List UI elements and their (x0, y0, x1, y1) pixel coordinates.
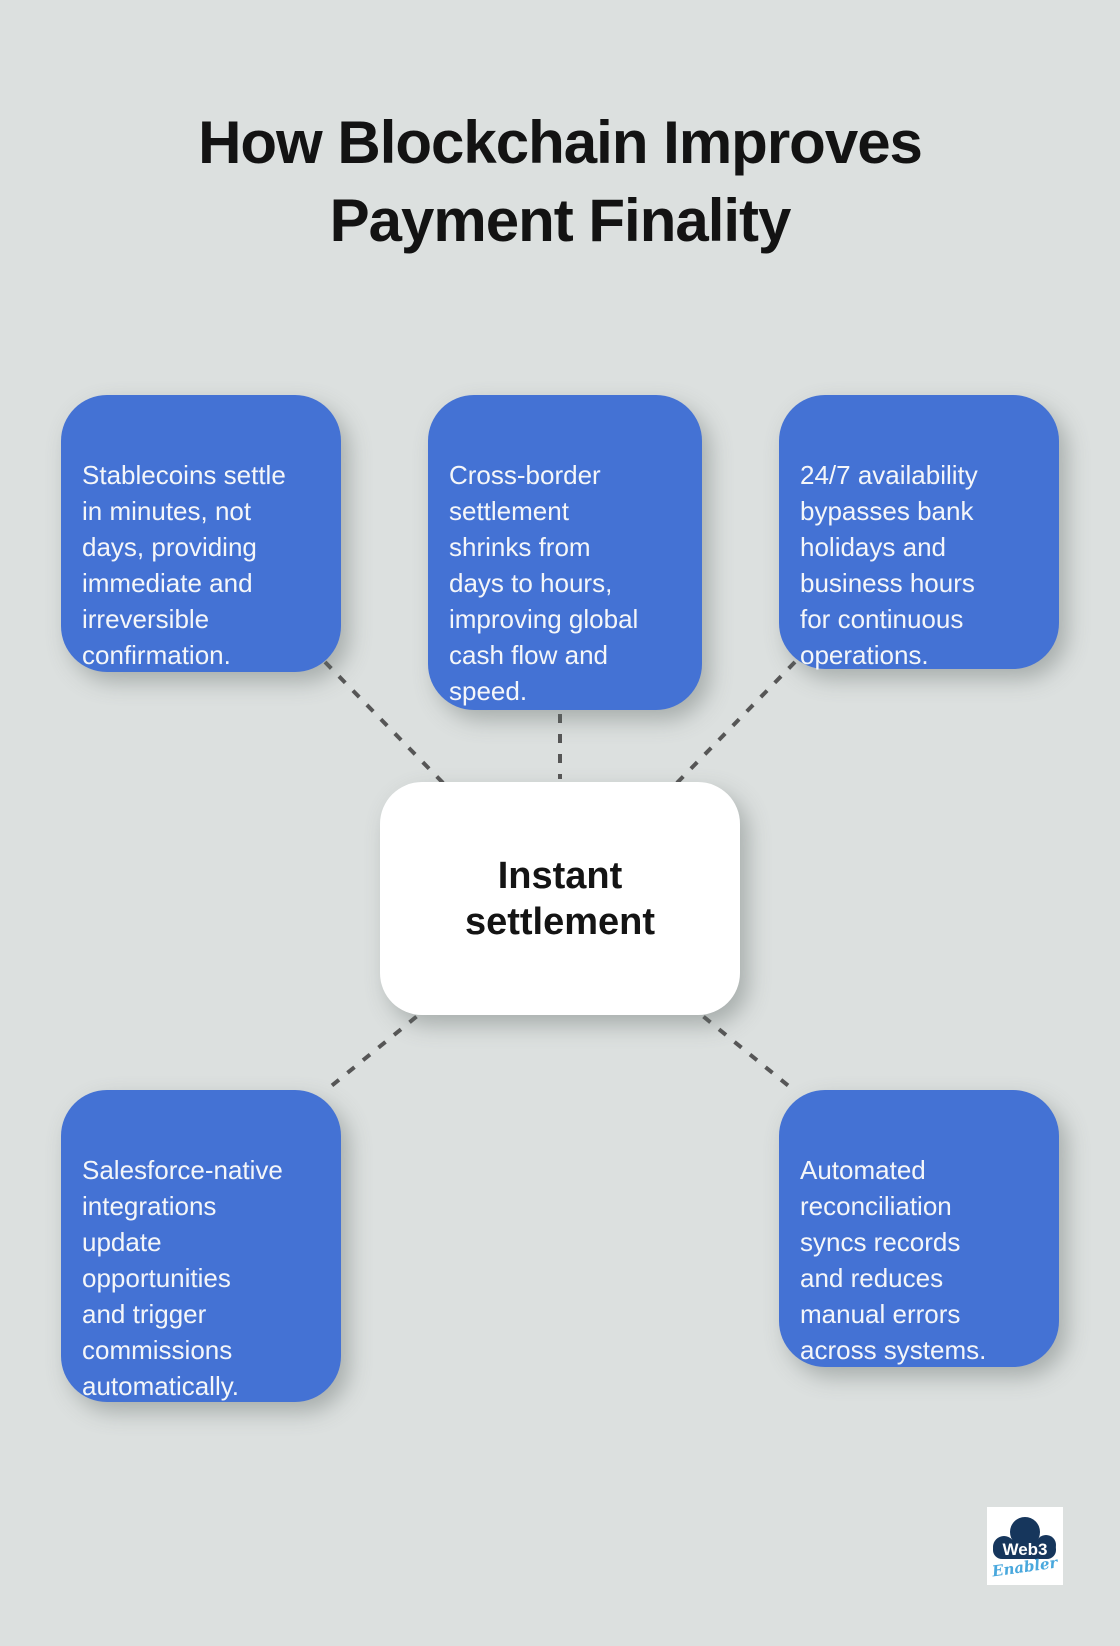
node-text: Stablecoins settle in minutes, not days,… (82, 460, 286, 670)
node-top-center: Cross-border settlement shrinks from day… (428, 395, 702, 710)
node-top-right: 24/7 availability bypasses bank holidays… (779, 395, 1059, 670)
node-text: 24/7 availability bypasses bank holidays… (800, 460, 978, 670)
node-top-left: Stablecoins settle in minutes, not days,… (61, 395, 341, 672)
logo-text-web3: Web3 (1002, 1540, 1047, 1559)
cloud-icon: Web3 Enabler (990, 1517, 1060, 1581)
connector-line (323, 660, 450, 790)
page-title: How Blockchain Improves Payment Finality (198, 109, 923, 254)
center-node: Instant settlement (380, 782, 740, 1015)
node-text: Salesforce-native integrations update op… (82, 1155, 283, 1401)
node-text: Automated reconciliation syncs records a… (800, 1155, 987, 1365)
center-node-label: Instant settlement (464, 854, 656, 943)
node-text: Cross-border settlement shrinks from day… (449, 460, 639, 706)
web3-enabler-logo: Web3 Enabler (987, 1507, 1063, 1585)
node-bottom-left: Salesforce-native integrations update op… (61, 1090, 341, 1402)
node-bottom-right: Automated reconciliation syncs records a… (779, 1090, 1059, 1367)
connector-line (322, 1002, 434, 1094)
connector-line (686, 1002, 798, 1094)
